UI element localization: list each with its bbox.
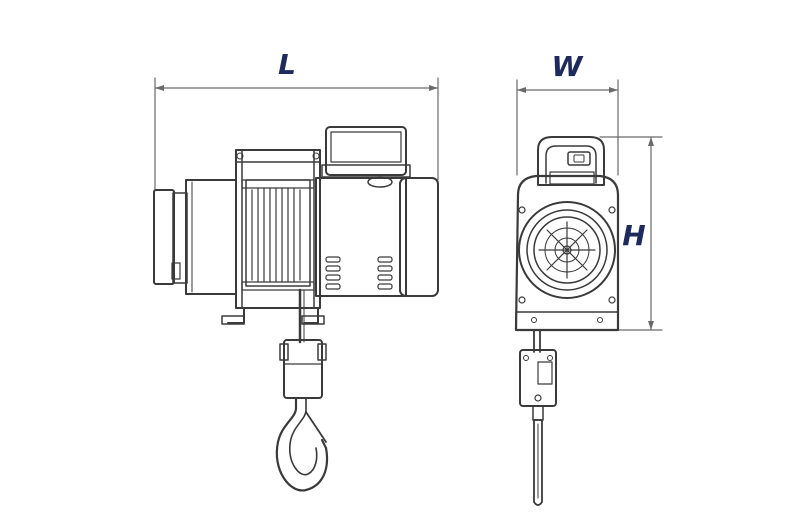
control-box-lid	[330, 131, 402, 163]
height-arrow-bottom	[648, 321, 654, 330]
vent-slot	[325, 256, 341, 263]
vent-slot	[325, 265, 341, 272]
drum-frame	[235, 149, 321, 309]
width-arrow-left	[517, 87, 526, 93]
control-box	[325, 126, 407, 176]
length-dimension: L	[154, 48, 439, 191]
front-hook-block-bolt	[523, 355, 529, 361]
base-bolt	[531, 317, 537, 323]
width-dimension: W	[516, 50, 619, 176]
left-housing	[185, 179, 237, 295]
fan-grille	[533, 216, 601, 284]
fan-grille-slots	[538, 221, 596, 279]
housing-base	[515, 311, 619, 331]
width-arrow-right	[609, 87, 618, 93]
top-handle-inner	[545, 145, 597, 184]
hook	[275, 396, 329, 492]
grille-ring	[544, 227, 590, 273]
grille-slot	[546, 229, 588, 271]
vent-slot	[325, 283, 341, 290]
frame-bolt	[312, 152, 320, 160]
base-bolt	[597, 317, 603, 323]
length-arrow-right	[429, 85, 438, 91]
front-hook	[533, 419, 543, 506]
grille-ring	[554, 237, 580, 263]
motor-rear-cover	[399, 177, 439, 297]
hook-block-pin-right	[317, 343, 327, 361]
vent-slot	[377, 283, 393, 290]
hook-block-pin-left	[279, 343, 289, 361]
handle-label-plate	[567, 151, 591, 166]
mounting-foot-right	[303, 307, 319, 324]
frame-top-bar	[235, 149, 321, 163]
front-hook-block-slot	[537, 361, 553, 385]
cooling-vents-left	[325, 256, 341, 290]
frame-bolt	[236, 152, 244, 160]
vent-slot	[377, 265, 393, 272]
housing-bolt	[518, 296, 526, 304]
width-label: W	[552, 50, 584, 83]
hook-inner-edge	[289, 397, 318, 476]
fan-cover-outer	[518, 201, 616, 299]
top-handle	[537, 136, 605, 186]
winch-front-view	[514, 136, 620, 506]
hook-block	[283, 339, 323, 399]
handle-label-slot	[573, 154, 585, 163]
vent-slot	[377, 274, 393, 281]
fan-cover-ring	[526, 209, 608, 291]
height-label: H	[622, 219, 645, 252]
winch-side-view	[153, 126, 439, 492]
length-arrow-left	[155, 85, 164, 91]
grille-hub	[562, 245, 572, 255]
vent-slot	[325, 274, 341, 281]
housing-bolt	[608, 296, 616, 304]
front-hook-swivel	[534, 394, 542, 402]
cooling-vents-right	[377, 256, 393, 290]
front-hook-block-bolt	[547, 355, 553, 361]
drum-flange-top	[241, 179, 315, 189]
hook-safety-latch	[305, 411, 327, 443]
height-arrow-top	[648, 137, 654, 146]
motor-end-cap	[153, 189, 175, 285]
vent-slot	[377, 256, 393, 263]
front-hook-neck	[532, 405, 544, 421]
rope-windings	[251, 187, 301, 283]
foot-plate-left	[221, 315, 245, 325]
height-dimension: H	[599, 136, 663, 331]
end-housing	[514, 174, 620, 332]
handle-base	[549, 171, 595, 185]
housing-bolt	[518, 206, 526, 214]
end-cap-bolt	[171, 262, 181, 280]
foot-plate-right	[301, 315, 325, 325]
length-label: L	[278, 48, 296, 81]
drum-flange-bottom	[241, 281, 315, 291]
housing-bolt	[608, 206, 616, 214]
